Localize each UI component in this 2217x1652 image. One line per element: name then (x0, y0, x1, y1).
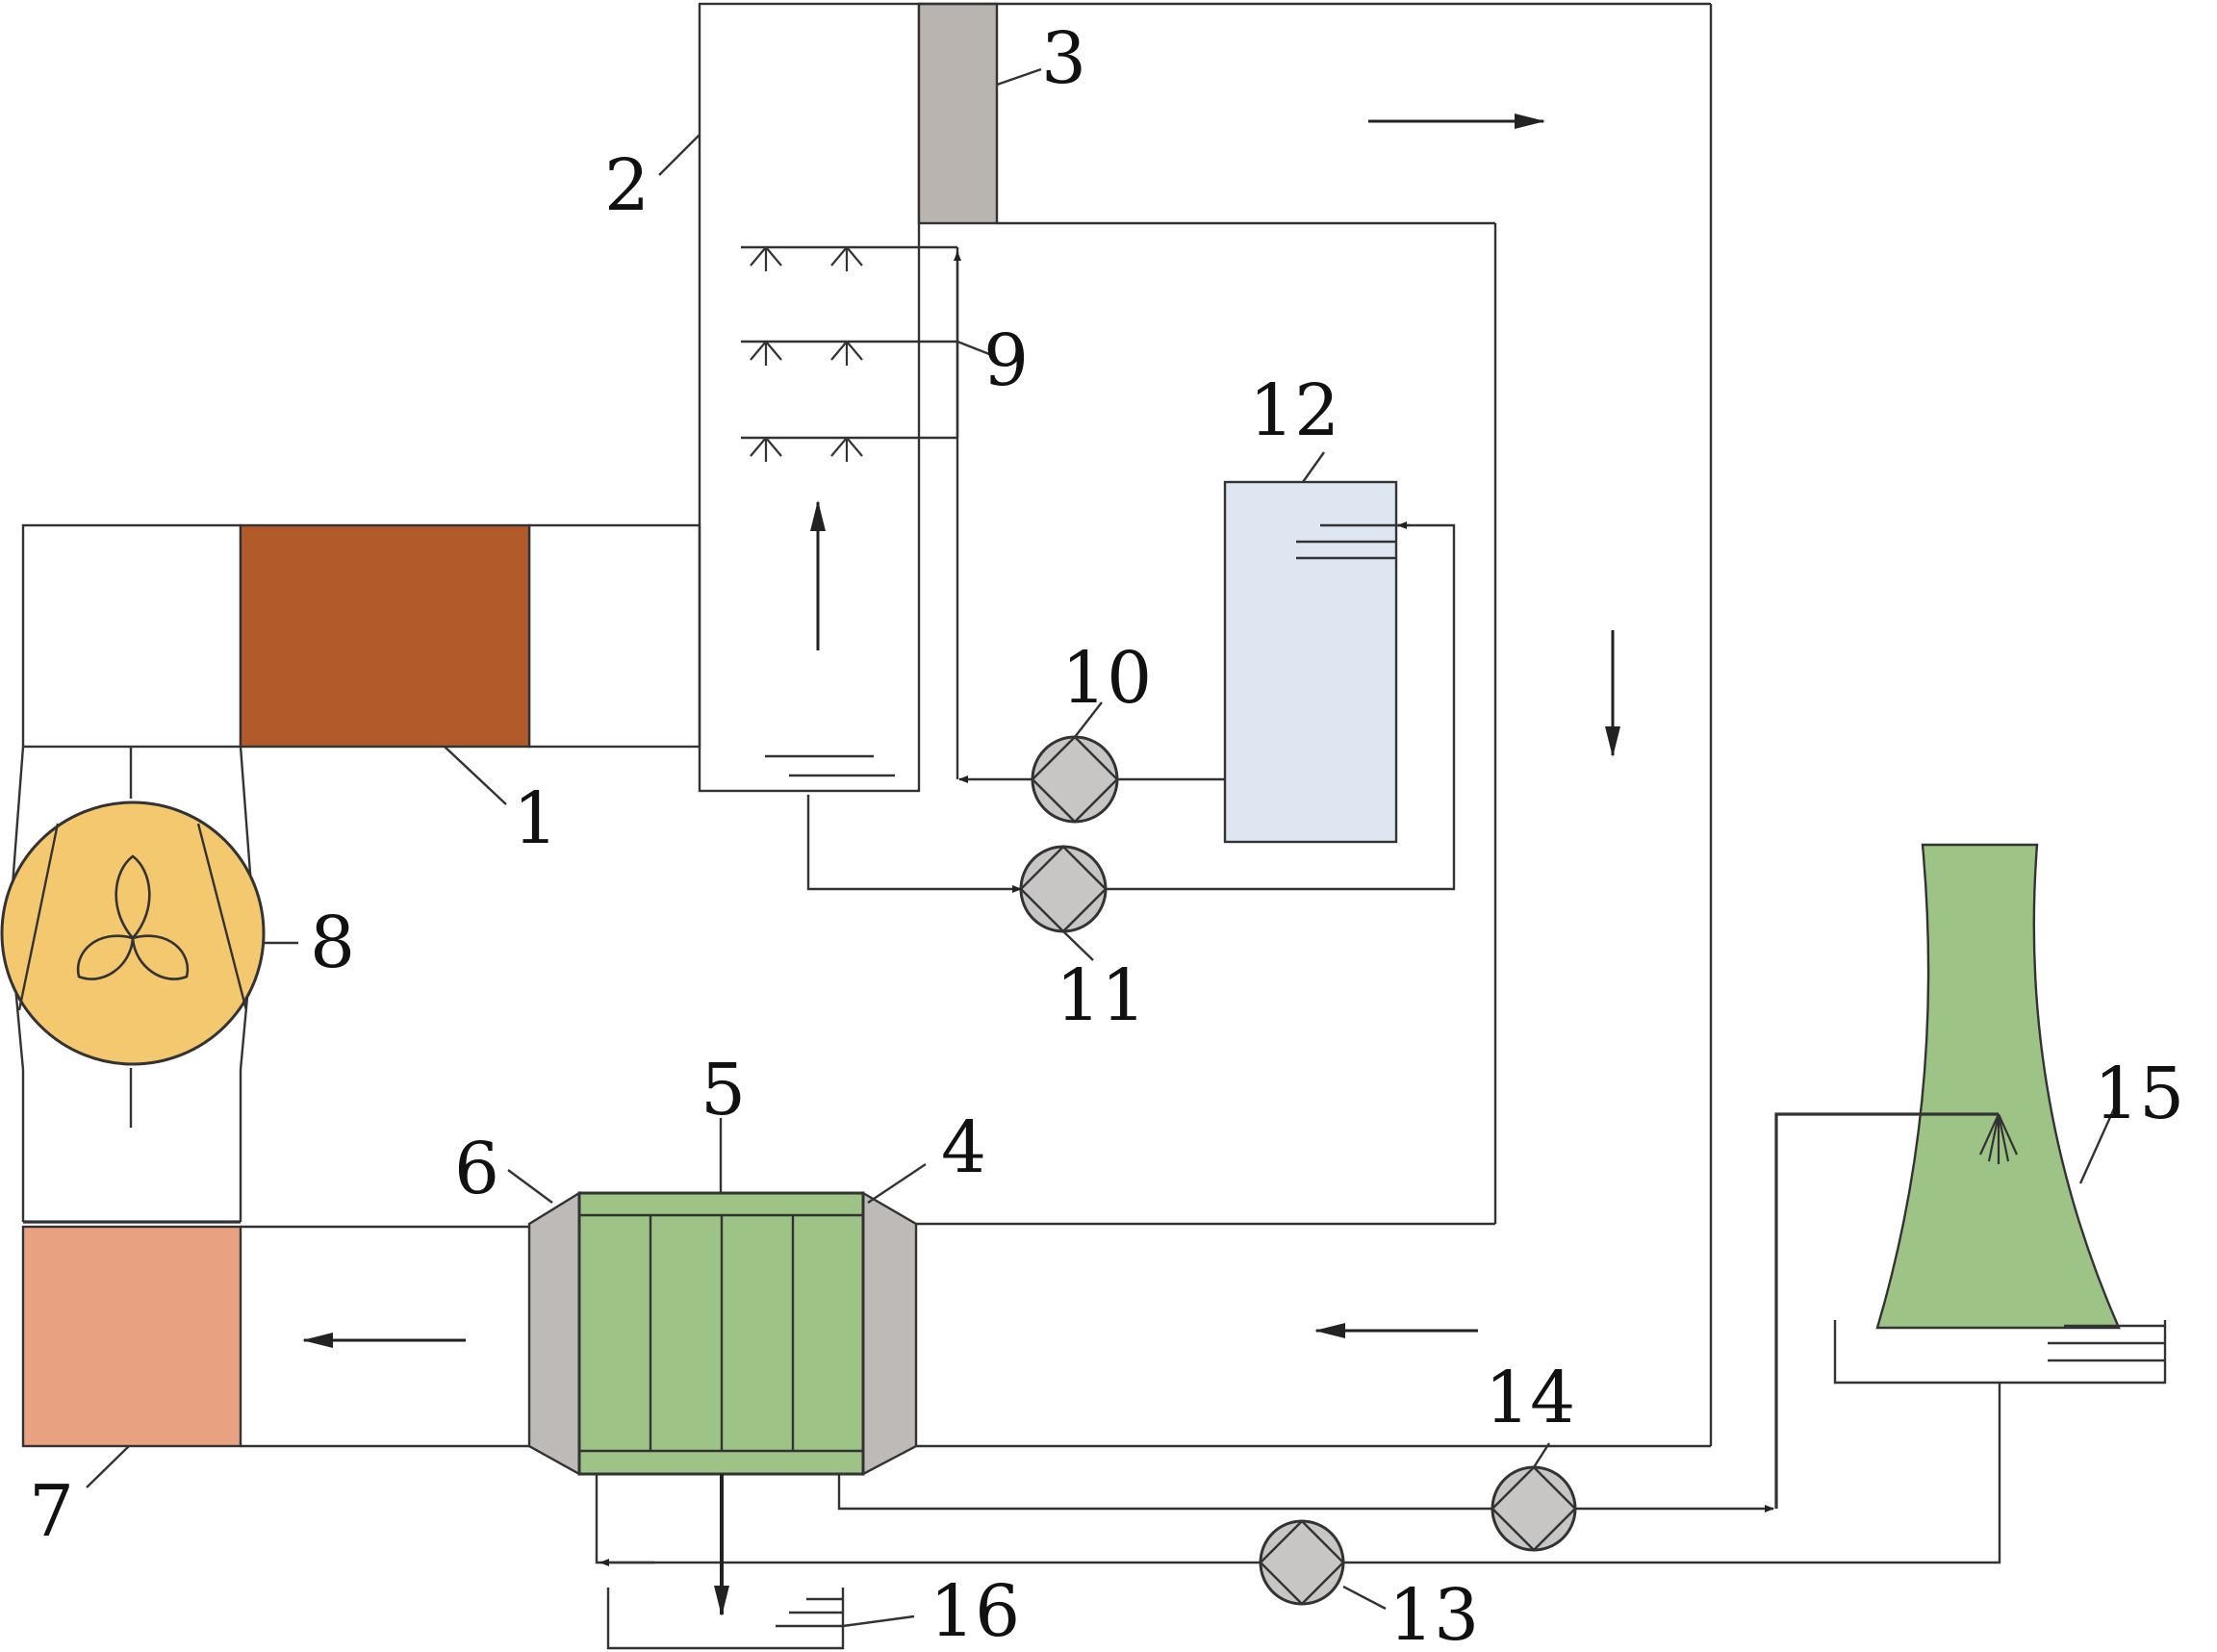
label-13: 13 (1389, 1574, 1479, 1652)
label-3: 3 (1041, 17, 1086, 100)
heater (21, 1225, 242, 1448)
fan-blade-icon (76, 854, 190, 980)
outlet-transition (527, 1190, 581, 1477)
label-7: 7 (29, 1470, 74, 1553)
pump-14 (1491, 1465, 1577, 1552)
heat-source (239, 523, 531, 749)
return-duct (916, 2, 1713, 1448)
pump-10 (1031, 735, 1119, 824)
leader-lines (86, 67, 2117, 1628)
pump-13 (1259, 1519, 1345, 1606)
label-14: 14 (1485, 1357, 1575, 1439)
label-6: 6 (454, 1128, 499, 1210)
label-16: 16 (930, 1570, 1020, 1652)
label-15: 15 (2094, 1053, 2184, 1135)
inlet-transition (861, 1190, 918, 1476)
storage-tank (1223, 480, 1410, 844)
cooling-water-piping (595, 1112, 2001, 1566)
label-5: 5 (701, 1049, 746, 1131)
label-2: 2 (604, 144, 650, 227)
label-8: 8 (310, 902, 355, 984)
label-4: 4 (941, 1106, 986, 1189)
pump-11 (1019, 845, 1108, 933)
cooling-tower (1833, 843, 2167, 1385)
demister (917, 2, 999, 225)
label-12: 12 (1249, 369, 1339, 452)
condensate-tray (606, 1474, 845, 1650)
nozzle-icon (1978, 1113, 2019, 1164)
spray-headers (741, 245, 959, 462)
spray-tower (698, 2, 921, 793)
lower-duct (241, 1225, 529, 1448)
fan (0, 801, 266, 1066)
label-10: 10 (1061, 637, 1152, 720)
nozzle-icon (750, 246, 863, 462)
spray-piping (806, 251, 1456, 893)
heat-exchanger (577, 1191, 865, 1476)
label-1: 1 (513, 777, 558, 860)
label-11: 11 (1056, 954, 1146, 1037)
label-9: 9 (983, 319, 1029, 402)
